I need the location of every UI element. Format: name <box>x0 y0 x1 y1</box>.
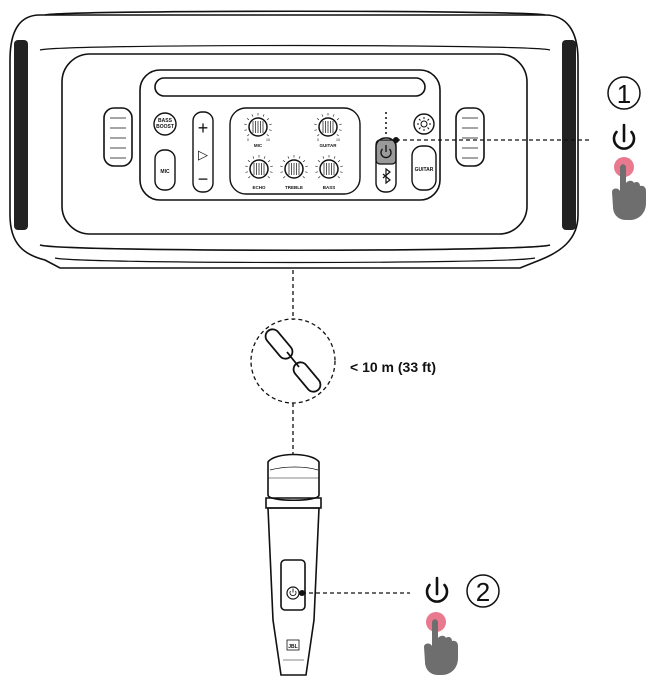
svg-text:1: 1 <box>617 79 631 109</box>
knob-min-label: 0 <box>317 138 319 142</box>
bass-boost-button[interactable]: BASS BOOST <box>153 112 177 136</box>
knob-panel <box>229 107 361 195</box>
top-slot <box>154 77 426 97</box>
mic-body <box>267 507 320 676</box>
mic-power-button[interactable] <box>286 586 300 600</box>
step-2-number: 2 <box>466 574 500 608</box>
bluetooth-icon <box>382 167 391 185</box>
speaker-body <box>9 14 579 269</box>
microphone <box>265 453 322 676</box>
speaker-top-lip <box>44 10 546 16</box>
sun-icon <box>417 117 431 131</box>
left-grille <box>14 40 28 230</box>
knob-bass[interactable]: BASS <box>315 155 343 190</box>
bluetooth-button[interactable] <box>375 137 397 193</box>
press-hand-icon-2 <box>424 612 458 675</box>
knob-max-label: 10 <box>336 138 340 142</box>
knob-treble[interactable]: TREBLE <box>280 155 308 190</box>
control-panel <box>61 53 528 235</box>
speaker <box>9 10 579 269</box>
right-grille <box>562 40 576 230</box>
left-handle <box>103 107 133 167</box>
knob-mic[interactable]: MIC 0 10 <box>244 113 272 148</box>
mic-button-label: MIC <box>160 169 170 175</box>
power-button[interactable] <box>375 139 397 165</box>
knob-echo[interactable]: ECHO <box>245 155 273 190</box>
knob-max-label: 10 <box>266 138 270 142</box>
power-icon <box>612 123 636 150</box>
mic-power-panel <box>280 559 306 611</box>
guitar-button[interactable]: GUITAR <box>411 145 437 191</box>
knob-label: MIC <box>254 143 263 148</box>
power-icon-2 <box>425 576 449 603</box>
step-1-number: 1 <box>607 76 641 110</box>
press-hand-icon <box>612 157 646 220</box>
link-icon <box>264 328 322 393</box>
volume-down-button[interactable]: − <box>198 169 209 189</box>
distance-label: < 10 m (33 ft) <box>350 359 436 375</box>
link-circle <box>250 318 336 404</box>
knob-label: TREBLE <box>285 185 303 190</box>
mic-button[interactable]: MIC <box>154 149 176 191</box>
knob-label: ECHO <box>252 185 266 190</box>
mic-grille <box>267 453 320 501</box>
volume-up-button[interactable]: + <box>198 118 209 138</box>
status-dots <box>385 112 387 134</box>
guitar-button-label: GUITAR <box>415 167 434 173</box>
speaker-bottom-lip <box>39 244 551 252</box>
bass-boost-label-line1: BASS <box>158 118 173 124</box>
light-button[interactable] <box>413 113 435 135</box>
right-handle <box>455 107 485 167</box>
svg-text:2: 2 <box>476 577 490 607</box>
mic-brand-badge: JBL <box>286 639 300 651</box>
knob-label: GUITAR <box>320 143 338 148</box>
volume-stack: + ▷ − <box>192 111 214 193</box>
svg-text:JBL: JBL <box>288 644 297 650</box>
knob-label: BASS <box>323 185 336 190</box>
bass-boost-label-line2: BOOST <box>156 124 174 130</box>
knob-min-label: 0 <box>247 138 249 142</box>
play-button[interactable]: ▷ <box>198 147 208 162</box>
